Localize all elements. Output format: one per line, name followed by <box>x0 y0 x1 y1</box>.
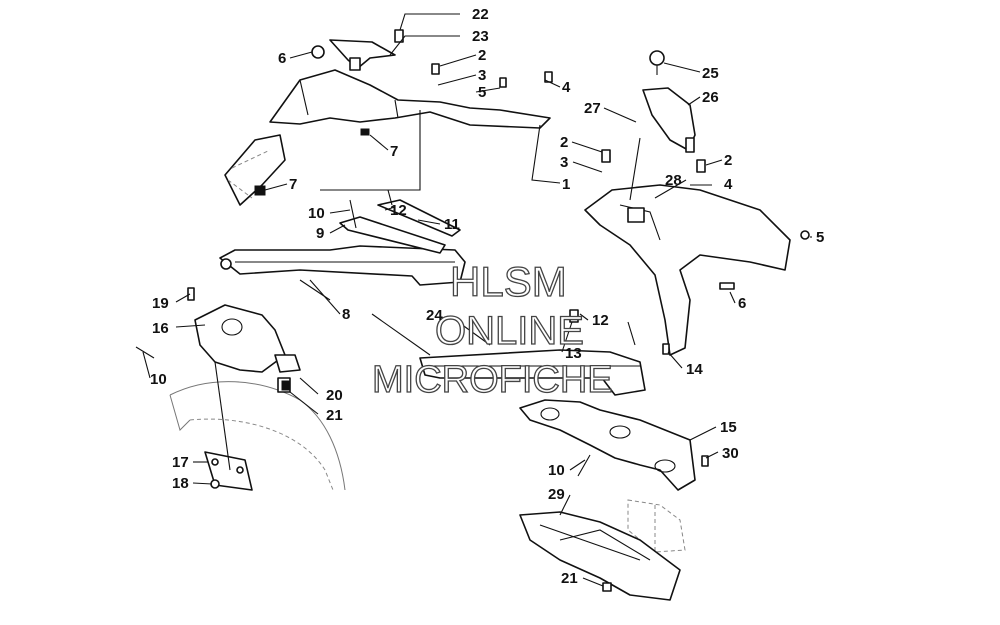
callout-24: 24 <box>426 307 443 324</box>
part-support-strip <box>339 199 461 254</box>
leader-lines <box>142 13 812 587</box>
watermark-line-1: HLSM <box>450 258 567 305</box>
callout-5: 5 <box>816 229 824 246</box>
callout-6: 6 <box>278 50 286 67</box>
callouts: 22 23 2 3 5 4 6 7 7 1 25 26 27 2 3 2 28 … <box>150 6 824 587</box>
callout-21: 21 <box>326 407 343 424</box>
callout-25: 25 <box>702 65 719 82</box>
callout-11: 11 <box>444 216 460 233</box>
callout-5: 5 <box>478 84 486 101</box>
part-small-bracket <box>329 29 404 71</box>
callout-26: 26 <box>702 89 719 106</box>
callout-7: 7 <box>289 176 297 193</box>
callout-3: 3 <box>560 154 568 171</box>
part-rack-plate <box>519 399 696 491</box>
callout-17: 17 <box>172 454 189 471</box>
callout-18: 18 <box>172 475 189 492</box>
callout-2: 2 <box>560 134 568 151</box>
callout-2: 2 <box>478 47 486 64</box>
callout-10: 10 <box>150 371 167 388</box>
callout-23: 23 <box>472 28 489 45</box>
callout-13: 13 <box>565 345 582 362</box>
callout-21: 21 <box>561 570 578 587</box>
callout-3: 3 <box>478 67 486 84</box>
callout-19: 19 <box>152 295 169 312</box>
part-lower-rail <box>419 349 646 396</box>
part-small-plate <box>204 451 253 491</box>
callout-28: 28 <box>665 172 682 189</box>
callout-1: 1 <box>562 176 570 193</box>
callout-9: 9 <box>316 225 324 242</box>
part-left-console-trim <box>224 69 551 206</box>
part-skid-plate <box>519 511 681 601</box>
part-right-console-trim <box>584 184 791 356</box>
callout-10: 10 <box>548 462 565 479</box>
callout-15: 15 <box>720 419 737 436</box>
callout-2: 2 <box>724 152 732 169</box>
watermark: HLSM ONLINE MICROFICHE <box>371 257 613 401</box>
callout-12: 12 <box>390 202 407 219</box>
callout-22: 22 <box>472 6 489 23</box>
fasteners <box>135 45 810 592</box>
callout-27: 27 <box>584 100 601 117</box>
callout-8: 8 <box>342 306 350 323</box>
callout-30: 30 <box>722 445 739 462</box>
callout-20: 20 <box>326 387 343 404</box>
watermark-line-3: MICROFICHE <box>372 359 613 401</box>
callout-14: 14 <box>686 361 703 378</box>
callout-12: 12 <box>592 312 609 329</box>
part-main-bar <box>219 245 466 286</box>
callout-4: 4 <box>562 79 571 96</box>
callout-10: 10 <box>308 205 325 222</box>
callout-29: 29 <box>548 486 565 503</box>
callout-16: 16 <box>152 320 169 337</box>
watermark-line-2: ONLINE <box>435 309 584 353</box>
chassis-ghost-left <box>169 381 346 491</box>
callout-4: 4 <box>724 176 733 193</box>
part-upper-right-trim <box>642 50 696 153</box>
callout-6: 6 <box>738 295 746 312</box>
part-left-bracket <box>194 304 301 393</box>
callout-7: 7 <box>390 143 398 160</box>
